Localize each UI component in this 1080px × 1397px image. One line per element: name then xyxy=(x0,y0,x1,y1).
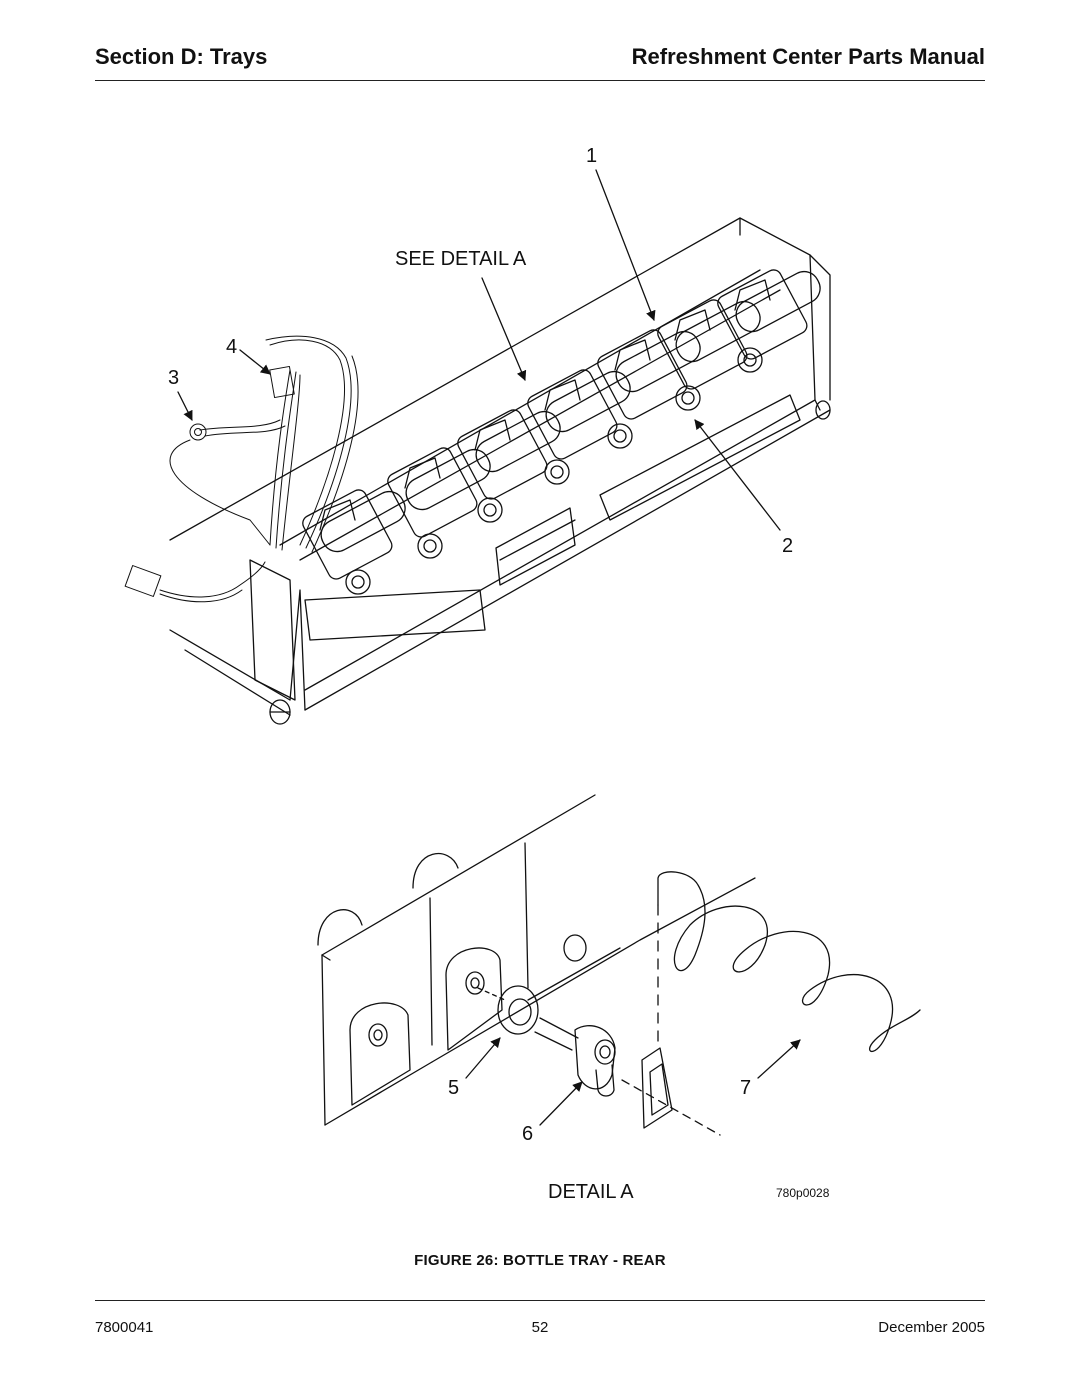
dispenser-module xyxy=(657,299,761,411)
dispenser-module xyxy=(457,409,561,523)
section-title: Section D: Trays xyxy=(95,44,268,69)
art-number: 780p0028 xyxy=(776,1186,830,1200)
callout-2: 2 xyxy=(782,535,793,557)
detail-a-drawing xyxy=(317,794,921,1136)
page-header: Section D: Trays Refreshment Center Part… xyxy=(95,40,985,81)
callout-6: 6 xyxy=(522,1123,533,1145)
publication-date: December 2005 xyxy=(878,1319,985,1336)
dispenser-module xyxy=(597,329,701,449)
document-number: 7800041 xyxy=(95,1319,154,1336)
dispenser-module xyxy=(387,447,491,559)
page-number: 52 xyxy=(531,1319,549,1336)
tray-assembly-drawing xyxy=(169,217,831,725)
dispenser-module xyxy=(302,489,406,595)
page-footer: 7800041 52 December 2005 xyxy=(95,1300,985,1341)
figure-caption: FIGURE 26: BOTTLE TRAY - REAR xyxy=(414,1252,666,1269)
callouts-main: 1 SEE DETAIL A 4 3 2 xyxy=(168,145,793,557)
dispenser-module xyxy=(717,269,821,373)
wiring-harness xyxy=(124,335,359,603)
detail-a-label: DETAIL A xyxy=(548,1181,634,1203)
dispenser-module xyxy=(527,369,631,485)
dispenser-modules xyxy=(302,269,821,595)
callouts-detail: 5 6 7 DETAIL A 780p0028 xyxy=(448,1037,830,1203)
callout-4: 4 xyxy=(226,336,237,358)
manual-title: Refreshment Center Parts Manual xyxy=(631,44,985,69)
callout-5: 5 xyxy=(448,1077,459,1099)
see-detail-a-label: SEE DETAIL A xyxy=(395,248,527,270)
callout-1: 1 xyxy=(586,145,597,167)
callout-7: 7 xyxy=(740,1077,751,1099)
callout-3: 3 xyxy=(168,367,179,389)
